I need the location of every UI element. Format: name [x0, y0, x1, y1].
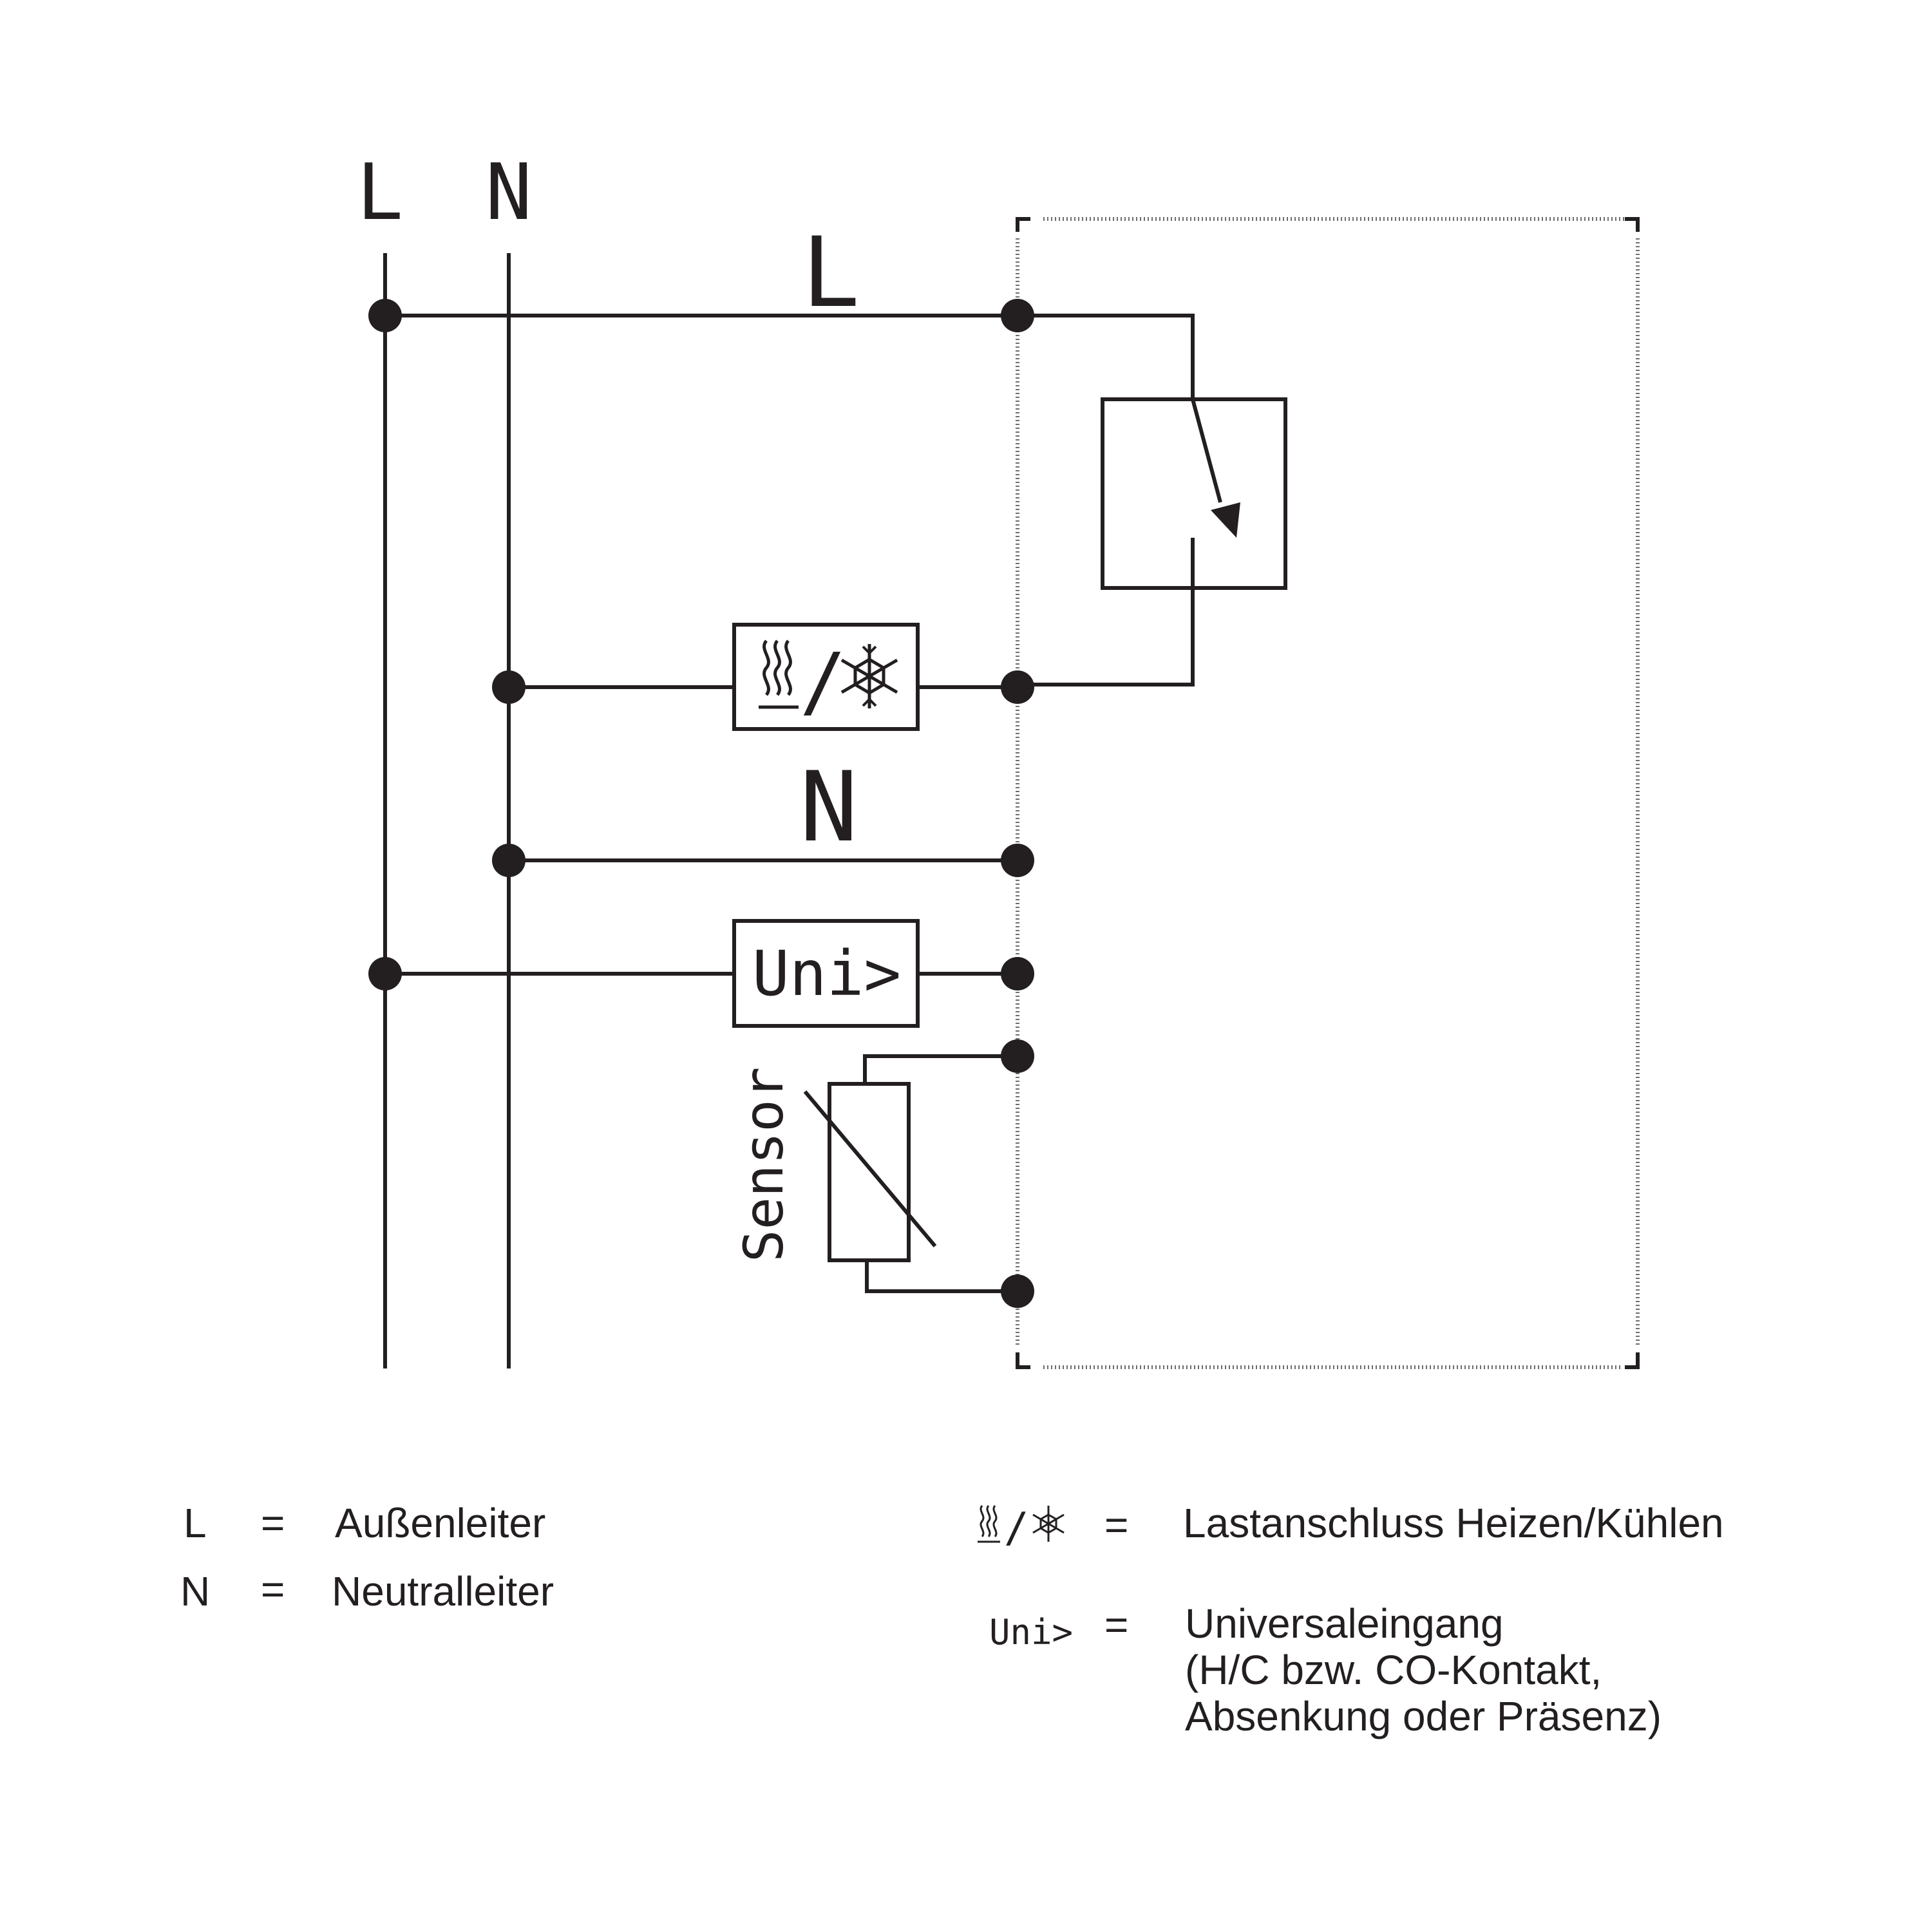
legend-desc-uni-line: Universaleingang	[1185, 1600, 1504, 1647]
sensor-thermistor	[803, 1054, 1018, 1293]
legend-desc-l: Außenleiter	[335, 1500, 545, 1546]
legend-desc-heat-cool: Lastanschluss Heizen/Kühlen	[1183, 1500, 1724, 1546]
legend-key-n: N	[180, 1568, 210, 1615]
legend-uni-symbol: Uni>	[989, 1612, 1073, 1653]
heat-cool-slash: /	[800, 638, 846, 727]
legend-desc-uni-line: Absenkung oder Präsenz)	[1185, 1693, 1662, 1739]
legend-eq: =	[1104, 1602, 1128, 1648]
terminal-dot	[1001, 1274, 1034, 1308]
junction-dot	[368, 299, 402, 332]
device-enclosure	[1016, 217, 1640, 1369]
junction-dot	[492, 670, 526, 704]
heat-icon	[978, 1505, 1000, 1543]
junction-dot	[492, 844, 526, 877]
terminal-dot	[1001, 299, 1034, 332]
wire-label-l: L	[802, 217, 860, 329]
sensor-label: Sensor	[732, 1067, 795, 1262]
snowflake-icon	[1032, 1506, 1065, 1542]
junction-dot	[368, 957, 402, 990]
relay-switch	[1018, 314, 1287, 687]
top-label-l: L	[357, 148, 403, 238]
legend-eq: =	[261, 1500, 285, 1546]
top-label-n: N	[486, 148, 532, 238]
legend-desc-uni-line: (H/C bzw. CO-Kontakt,	[1185, 1647, 1602, 1693]
heat-cool-load-box: /	[732, 623, 920, 731]
legend-desc-n: Neutralleiter	[332, 1568, 554, 1615]
wire-label-n: N	[800, 752, 858, 864]
legend-eq: =	[261, 1566, 285, 1613]
terminal-dot	[1001, 670, 1034, 704]
terminal-dot	[1001, 957, 1034, 990]
legend-eq: =	[1104, 1502, 1128, 1548]
uni-input-symbol: Uni>	[752, 938, 901, 1010]
legend-uni: Uni> = Universaleingang (H/C bzw. CO-Kon…	[989, 1600, 1662, 1739]
legend-heat-cool-slash: /	[1004, 1504, 1029, 1552]
snowflake-icon	[840, 644, 898, 708]
uni-input-box	[732, 919, 920, 1028]
terminal-dot	[1001, 1039, 1034, 1073]
terminal-dot	[1001, 844, 1034, 877]
heat-icon	[759, 639, 799, 709]
legend-heat-cool: / = Lastanschluss Heizen/Kühlen	[978, 1500, 1724, 1552]
legend-left: L = Außenleiter N = Neutralleiter	[180, 1500, 554, 1615]
legend-key-l: L	[184, 1500, 207, 1546]
